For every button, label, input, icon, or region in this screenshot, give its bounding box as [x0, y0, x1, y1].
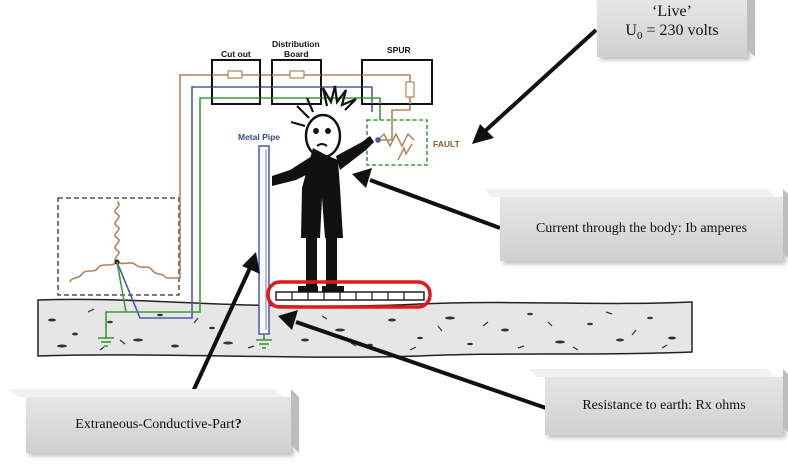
- fault-box: [366, 119, 428, 166]
- label-board: Board: [284, 49, 309, 59]
- cut-out-box: [211, 59, 261, 105]
- callout-body-current: Current through the body: Ib amperes: [484, 189, 788, 261]
- earth-symbol-supply: [98, 337, 114, 347]
- label-metal-pipe: Metal Pipe: [238, 132, 280, 142]
- arrowhead-live: [472, 124, 494, 144]
- label-distribution: Distribution: [272, 39, 320, 49]
- star-winding-coils: [69, 201, 167, 283]
- metal-pipe: [258, 145, 270, 335]
- earth-symbol-pipe: [256, 339, 272, 349]
- earth-resistance-text: Resistance to earth: Rx ohms: [582, 398, 746, 413]
- arrowhead-ecp: [242, 252, 260, 274]
- label-fault: FAULT: [433, 139, 461, 149]
- arrow-body-current: [369, 178, 501, 230]
- arrows: [188, 28, 598, 410]
- callout-extraneous-conductive-part: Extraneous-Conductive-Part?: [10, 389, 299, 453]
- arrowhead-earth: [278, 310, 298, 330]
- label-spur: SPUR: [387, 45, 411, 55]
- person-figure: [272, 85, 374, 292]
- label-cut-out: Cut out: [221, 49, 251, 59]
- arrow-earth-resistance: [295, 320, 547, 410]
- supply-transformer: [57, 197, 180, 296]
- ecp-text: Extraneous-Conductive-Part: [75, 417, 235, 432]
- red-highlight-ring: [266, 280, 432, 309]
- callout-earth-resistance: Resistance to earth: Rx ohms: [529, 369, 788, 435]
- insulating-mat: [275, 291, 425, 301]
- ground-strip: [37, 298, 693, 358]
- spur-box: [361, 59, 433, 105]
- arrowhead-body: [352, 168, 372, 188]
- ecp-question-mark: ?: [234, 417, 242, 432]
- distribution-board-box: [271, 59, 322, 105]
- callout-live-voltage: ‘Live’ U0 = 230 volts: [597, 0, 755, 57]
- live-voltage-value: U0 = 230 volts: [625, 22, 719, 43]
- live-title: ‘Live’: [652, 3, 692, 20]
- arrow-ecp: [188, 267, 252, 399]
- arrow-live-to-fault: [482, 28, 598, 134]
- body-current-text: Current through the body: Ib amperes: [535, 221, 748, 236]
